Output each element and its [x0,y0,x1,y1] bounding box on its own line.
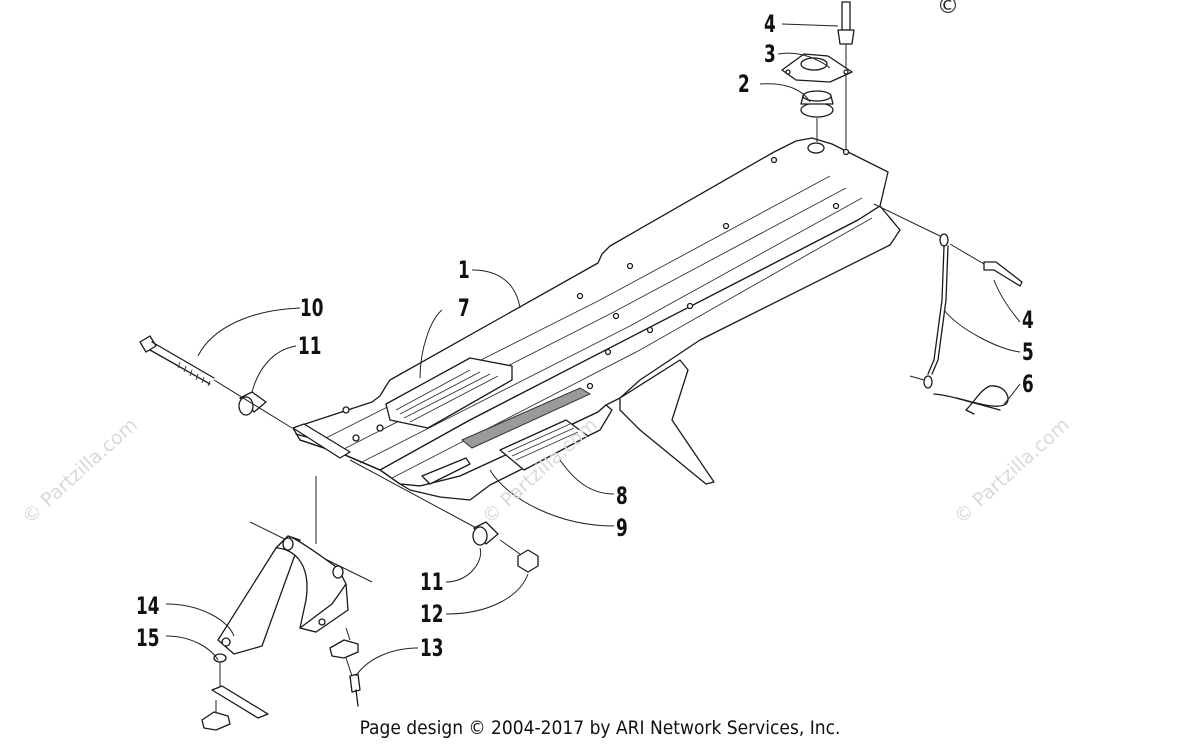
callout-5: 5 [1022,338,1034,366]
callout-1: 1 [458,256,470,284]
decal-8 [499,419,589,471]
callout-15: 15 [136,624,160,652]
cable-assembly [873,203,1023,415]
callout-12: 12 [420,600,444,628]
callout-2: 2 [738,70,750,98]
support-bracket [201,476,373,731]
callout-7: 7 [458,294,470,322]
callout-11-top: 11 [298,332,322,360]
callout-4-top: 4 [764,10,776,38]
callout-13: 13 [420,634,444,662]
copyright-mark: © [937,0,959,19]
callout-8: 8 [616,482,628,510]
callout-6: 6 [1022,370,1034,398]
callout-11-bottom: 11 [420,568,444,596]
callout-10: 10 [300,294,324,322]
running-board [292,137,901,501]
callout-9: 9 [616,514,628,542]
left-hardware [139,335,539,573]
callout-4-right: 4 [1022,306,1034,334]
page-design-credit: Page design © 2004-2017 by ARI Network S… [359,717,841,739]
callout-14: 14 [136,592,160,620]
decal-7 [385,357,513,429]
leader-lines [165,23,1021,677]
callout-3: 3 [764,40,776,68]
top-mount [781,1,855,156]
